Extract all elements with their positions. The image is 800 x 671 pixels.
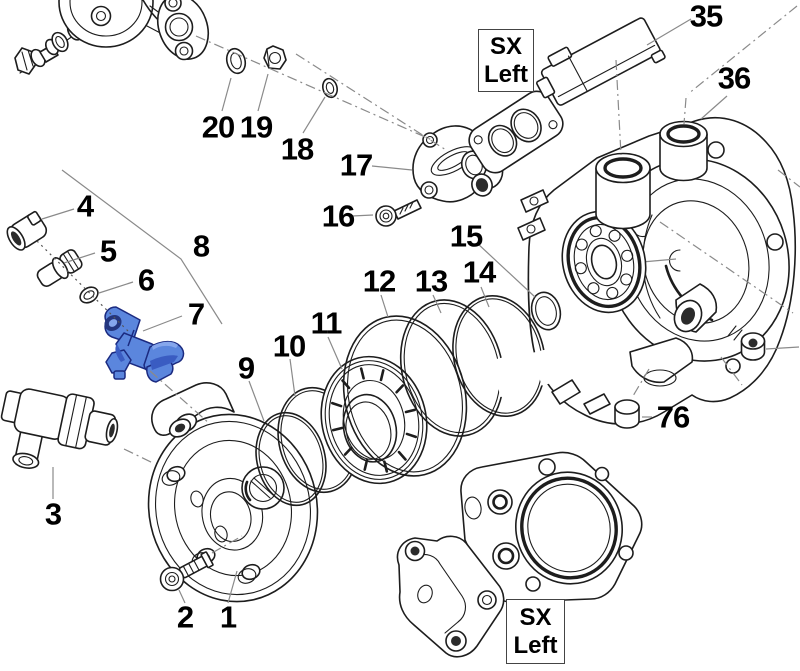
part-label-14[interactable]: 14 (462, 254, 496, 290)
part-label-10[interactable]: 10 (272, 328, 306, 364)
lock-nut[interactable] (740, 332, 766, 361)
part-label-35[interactable]: 35 (689, 0, 723, 34)
part-15-oring[interactable] (528, 289, 565, 333)
part-4-fitting[interactable] (4, 210, 50, 253)
part-label-19[interactable]: 19 (239, 109, 273, 145)
part-label-17[interactable]: 17 (339, 147, 373, 183)
part-76-plug[interactable] (614, 399, 640, 429)
part-7-valve-highlighted[interactable] (101, 306, 185, 383)
part-6-oring[interactable] (77, 284, 101, 306)
housing-bearing (561, 210, 647, 314)
part-label-13[interactable]: 13 (414, 263, 448, 299)
part-9-oring[interactable] (247, 405, 336, 513)
part-label-1[interactable]: 1 (219, 599, 237, 635)
part-18-washer[interactable] (321, 77, 339, 99)
part-19-nut[interactable] (263, 45, 287, 70)
part-label-9[interactable]: 9 (237, 350, 255, 386)
orientation-line1: SX (489, 32, 522, 60)
leader-lines (41, 18, 800, 604)
part-label-18[interactable]: 18 (280, 131, 314, 167)
orientation-box-top: SX Left (478, 29, 534, 92)
bottom-bracket[interactable] (396, 535, 505, 658)
orientation-line2: Left (484, 60, 528, 88)
part-label-5[interactable]: 5 (99, 233, 117, 269)
part-16-screw[interactable] (375, 199, 422, 227)
head-gasket[interactable] (464, 86, 568, 178)
part-label-15[interactable]: 15 (449, 218, 483, 254)
part-label-16[interactable]: 16 (321, 198, 355, 234)
part-label-4[interactable]: 4 (76, 188, 94, 224)
part-label-8[interactable]: 8 (192, 228, 210, 264)
part-14-ring[interactable] (441, 284, 567, 426)
orientation-line2: Left (513, 631, 558, 659)
part-label-3[interactable]: 3 (44, 496, 62, 532)
pump-head-assembly[interactable] (14, 0, 217, 75)
part-3-valve[interactable] (0, 381, 123, 485)
orientation-line1: SX (519, 603, 552, 631)
centerlines (36, 5, 800, 554)
part-label-76[interactable]: 76 (656, 399, 690, 435)
part-label-7[interactable]: 7 (187, 296, 205, 332)
part-11-bearing[interactable] (308, 345, 440, 494)
part-label-36[interactable]: 36 (717, 60, 751, 96)
part-label-20[interactable]: 20 (201, 109, 235, 145)
part-label-6[interactable]: 6 (137, 262, 155, 298)
part-label-2[interactable]: 2 (176, 599, 194, 635)
crankcase-housing[interactable] (517, 116, 800, 425)
part-2-screw[interactable] (159, 551, 214, 592)
bottom-cover-plate[interactable] (460, 451, 643, 603)
part-35-cover[interactable] (528, 8, 666, 117)
part-20-washer[interactable] (224, 47, 248, 76)
orientation-box-bottom: SX Left (506, 599, 565, 664)
part-5-plug[interactable] (34, 247, 84, 290)
part-36-port[interactable] (659, 120, 708, 182)
part-label-11[interactable]: 11 (310, 305, 343, 341)
housing-port[interactable] (595, 152, 651, 230)
part-label-12[interactable]: 12 (362, 263, 396, 299)
